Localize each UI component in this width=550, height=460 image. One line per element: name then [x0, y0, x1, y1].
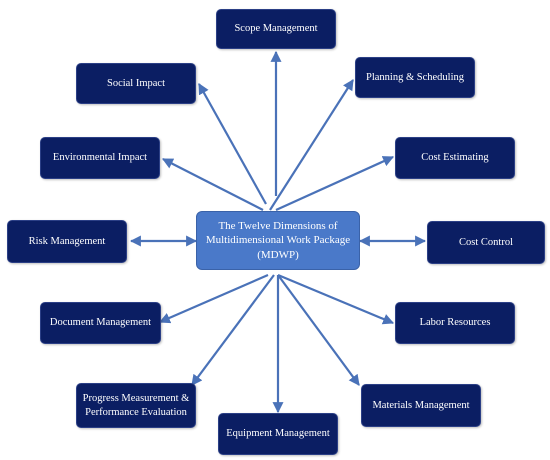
arrow-to-cost-estimating [275, 155, 395, 212]
arrow-to-environmental [162, 158, 264, 211]
node-planning-scheduling: Planning & Scheduling [355, 57, 475, 98]
node-label: Equipment Management [226, 428, 330, 440]
node-label: Risk Management [28, 235, 106, 247]
node-progress-measurement: Progress Measurement & Performance Evalu… [76, 383, 196, 428]
arrow-to-social [198, 83, 267, 205]
arrow-to-document [158, 273, 269, 324]
node-environmental-impact: Environmental Impact [40, 137, 160, 179]
node-label: Cost Control [459, 236, 513, 248]
center-node-mdwp: The Twelve Dimensions of Multidimensiona… [196, 211, 360, 270]
arrow-to-materials [277, 274, 360, 386]
node-document-management: Document Management [40, 302, 161, 344]
node-label: Labor Resources [419, 317, 491, 329]
node-label: Cost Estimating [421, 152, 489, 164]
node-label: Materials Management [372, 399, 470, 411]
node-scope-management: Scope Management [216, 9, 336, 49]
node-label: Social Impact [106, 77, 166, 89]
node-label: Environmental Impact [52, 152, 148, 164]
node-labor-resources: Labor Resources [395, 302, 515, 344]
node-materials-management: Materials Management [361, 384, 481, 427]
arrow-to-progress [191, 274, 275, 386]
node-social-impact: Social Impact [76, 63, 196, 104]
node-label: Scope Management [234, 23, 318, 35]
arrow-to-labor [277, 273, 395, 325]
node-label: Planning & Scheduling [366, 71, 464, 83]
center-node-label: The Twelve Dimensions of Multidimensiona… [205, 220, 351, 261]
node-label: Progress Measurement & Performance Evalu… [82, 393, 190, 418]
node-equipment-management: Equipment Management [218, 413, 338, 455]
node-cost-control: Cost Control [427, 221, 545, 264]
node-label: Document Management [49, 317, 152, 329]
node-cost-estimating: Cost Estimating [395, 137, 515, 179]
arrow-to-planning [269, 79, 354, 211]
node-risk-management: Risk Management [7, 220, 127, 263]
